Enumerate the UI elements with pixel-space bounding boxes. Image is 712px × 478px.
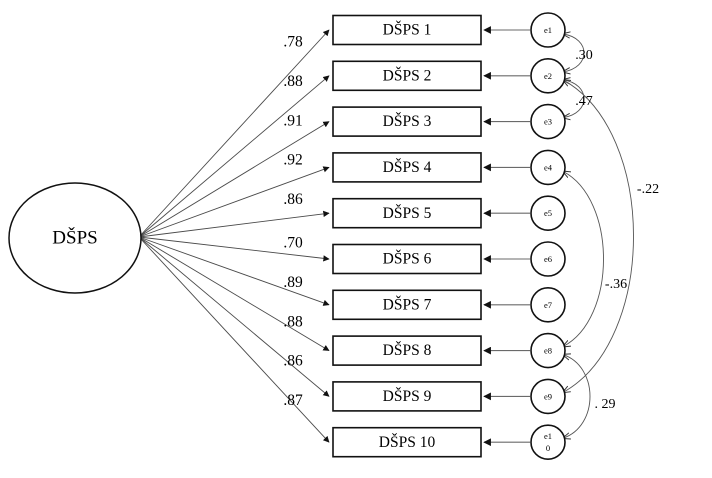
loading-arrow (138, 210, 330, 238)
indicator-label: DŠPS 3 (383, 113, 432, 130)
indicator-box (332, 243, 482, 275)
indicator-label: DŠPS 9 (383, 388, 432, 405)
indicator-box (332, 60, 482, 92)
indicator-label: DŠPS 4 (383, 159, 432, 176)
error-circle (530, 332, 566, 369)
loading-arrow (138, 166, 330, 238)
error-label-overflow: 0 (546, 443, 550, 453)
error-label: e8 (544, 346, 552, 356)
error-label: e3 (544, 117, 552, 127)
error-label: e1 (544, 25, 552, 35)
error-circle (530, 58, 566, 94)
indicator-box (332, 381, 482, 412)
indicator-label: DŠPS 2 (383, 67, 432, 84)
covariance-curves (563, 34, 634, 438)
error-paths (483, 26, 530, 447)
loading-label: .92 (283, 152, 302, 169)
covariance-curve (563, 34, 585, 72)
error-label: e5 (544, 208, 552, 218)
covariance-label: -.22 (637, 182, 659, 197)
error-label: e2 (544, 71, 552, 81)
error-circle (530, 378, 566, 415)
loading-arrow (138, 236, 330, 351)
loading-arrow (138, 121, 330, 238)
error-circle (530, 12, 566, 48)
latent-factor-ellipse (8, 182, 142, 294)
indicator-box (332, 426, 482, 458)
loading-label: .86 (283, 353, 303, 370)
loading-labels: .78 .88 .91 .92 .86 .70 .89 .88 .86 .87 (283, 34, 303, 409)
error-label: e6 (544, 254, 552, 264)
covariance-label: .47 (575, 94, 593, 109)
indicator-box (332, 289, 482, 321)
error-circles: e1 e2 e3 e4 e5 e6 e7 e8 e9 e1 0 (530, 12, 566, 461)
error-circle (530, 149, 566, 186)
loading-label: .86 (283, 191, 303, 208)
loading-label: .91 (283, 112, 302, 129)
covariance-curve (563, 355, 591, 439)
covariance-labels: .30 .47 -.22 -.36 . 29 (575, 48, 659, 412)
covariance-curve (563, 171, 604, 346)
indicator-box (332, 152, 482, 183)
covariance-label: .30 (575, 48, 593, 63)
indicator-label: DŠPS 5 (383, 205, 432, 222)
loading-label: .70 (283, 234, 303, 251)
error-circle (530, 424, 566, 461)
loading-arrow (138, 236, 330, 443)
loading-arrow (138, 75, 330, 238)
loading-arrow (138, 236, 330, 262)
loading-arrow (138, 29, 330, 238)
latent-factor-label: DŠPS (52, 226, 97, 248)
loading-paths (138, 29, 330, 443)
indicator-label: DŠPS 8 (383, 342, 432, 359)
indicator-box (332, 335, 482, 366)
loading-arrow (138, 236, 330, 397)
loading-label: .88 (283, 313, 303, 330)
covariance-label: -.36 (605, 277, 627, 292)
error-circle (530, 241, 566, 277)
indicator-label: DŠPS 6 (383, 251, 432, 268)
loading-label: .88 (283, 73, 303, 90)
loading-label: .87 (283, 392, 303, 409)
loading-label: .89 (283, 274, 303, 291)
loading-label: .78 (283, 34, 303, 51)
indicator-box (332, 106, 482, 137)
error-circle (530, 103, 566, 140)
indicator-label: DŠPS 1 (383, 22, 432, 39)
error-label: e7 (544, 300, 552, 310)
loading-arrow (138, 236, 330, 306)
indicator-box (332, 197, 482, 229)
error-label: e4 (544, 162, 553, 172)
covariance-label: . 29 (595, 397, 616, 412)
error-circle (530, 195, 566, 231)
indicator-label: DŠPS 7 (383, 296, 432, 313)
error-circle (530, 286, 566, 323)
indicator-label: DŠPS 10 (379, 434, 436, 451)
error-label: e1 (544, 431, 552, 441)
error-label: e9 (544, 391, 552, 401)
indicator-box (332, 14, 482, 46)
covariance-curve (563, 80, 634, 393)
indicator-boxes: DŠPS 1 DŠPS 2 DŠPS 3 DŠPS 4 DŠPS 5 DŠPS 6 DŠPS… (332, 14, 482, 458)
